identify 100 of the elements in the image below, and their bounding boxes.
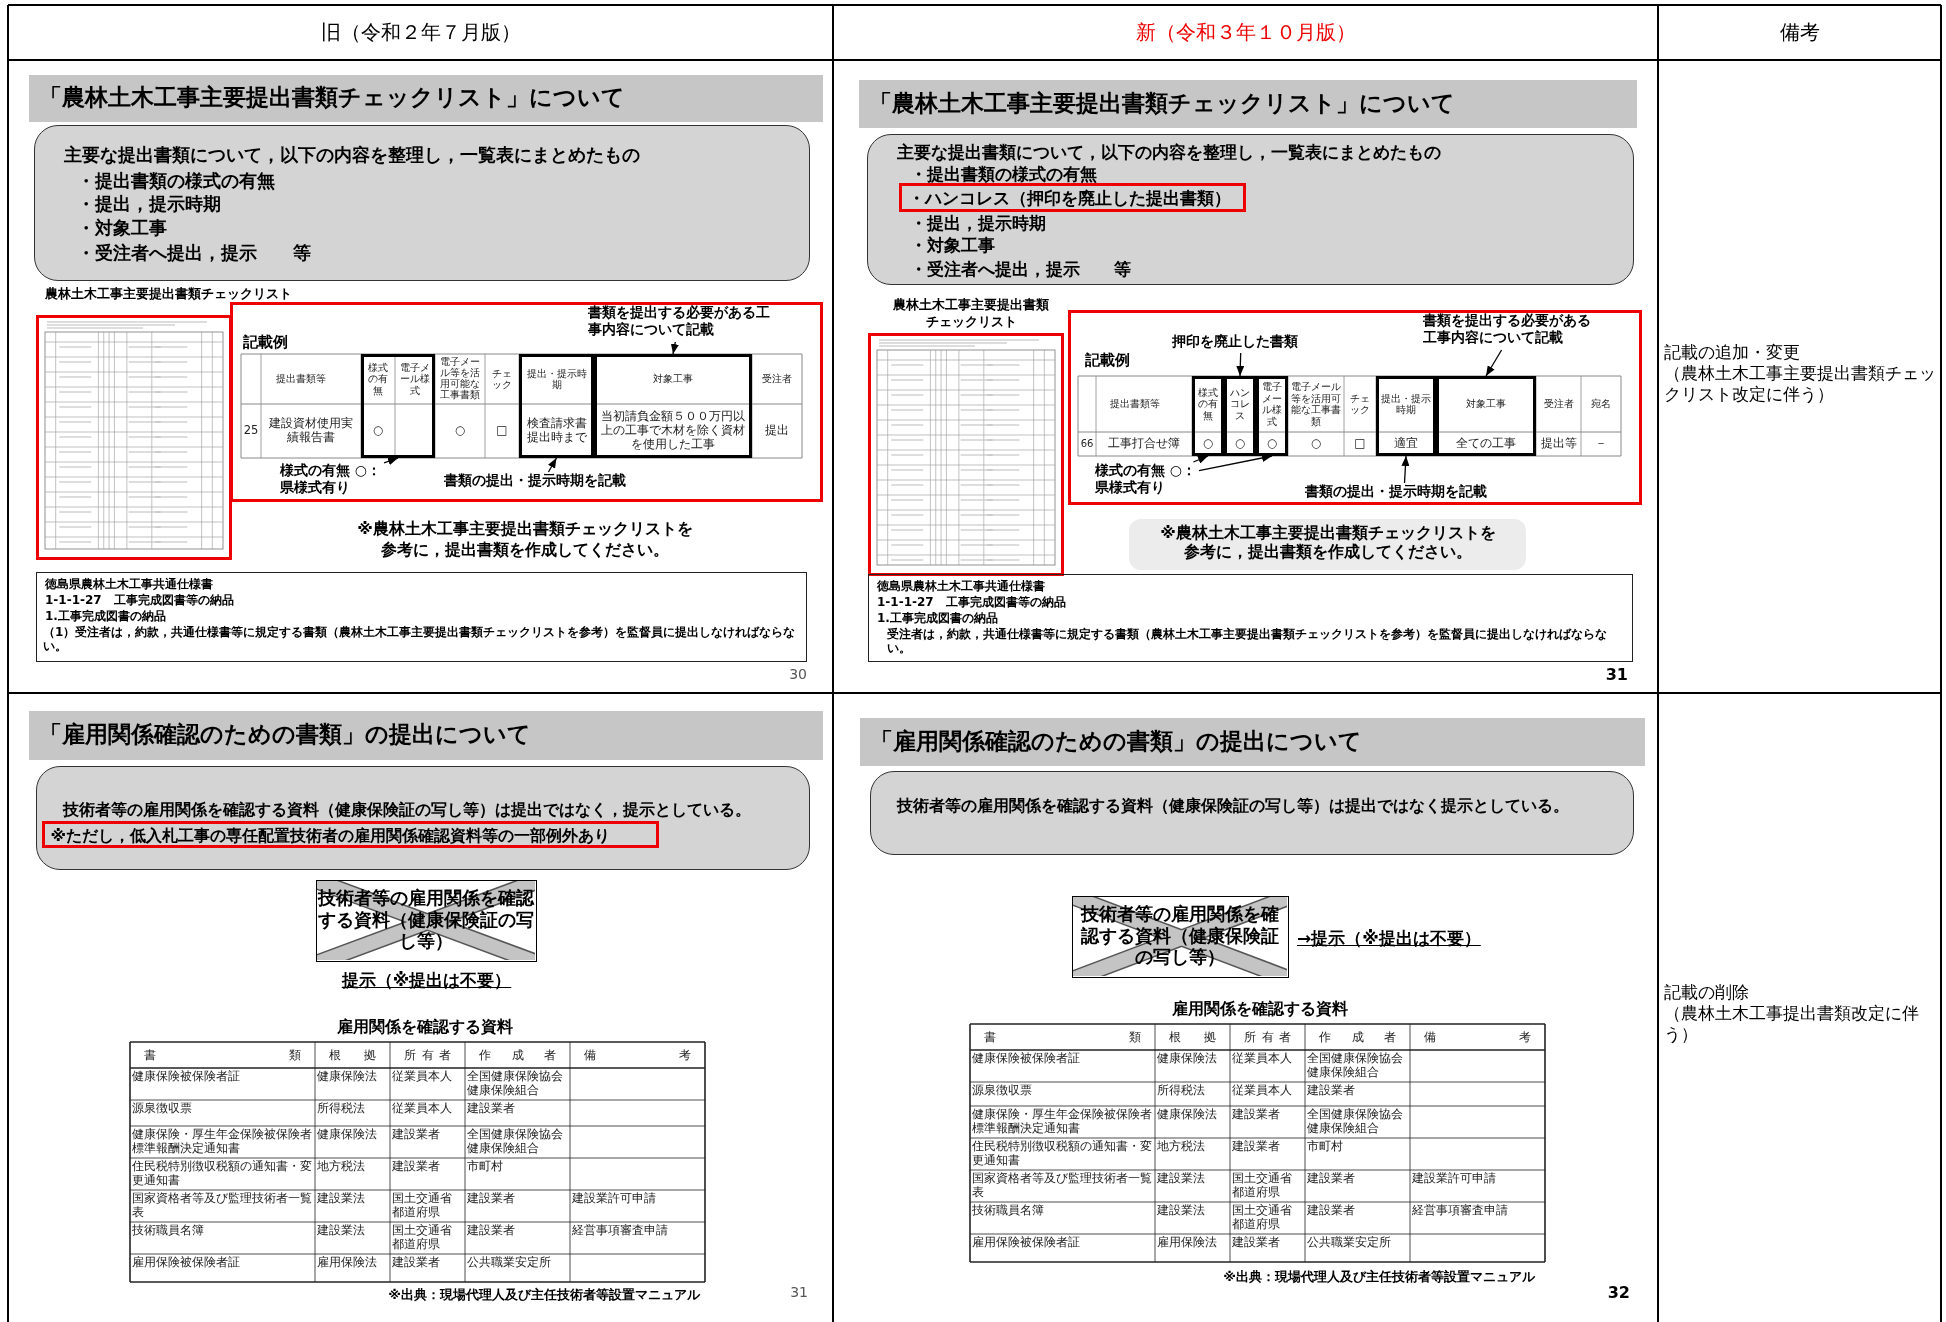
table-header: 備考 bbox=[1423, 1029, 1532, 1046]
table-entry: 地方税法 bbox=[317, 1160, 366, 1175]
table-entry: 雇用保険被保険者証 bbox=[132, 1256, 241, 1271]
table-header: 書類 bbox=[143, 1047, 302, 1064]
table-header: 提出・提示時期 bbox=[525, 366, 588, 392]
highlight-frame bbox=[898, 182, 1246, 212]
specification-box bbox=[868, 574, 1633, 662]
callout-text: 書類を提出する必要がある工事内容について記載 bbox=[1423, 312, 1603, 350]
remark-text: 記載の削除 bbox=[1664, 981, 1750, 1003]
table-entry: 建設業者 bbox=[1307, 1204, 1356, 1219]
table-header: 作成者 bbox=[1318, 1029, 1397, 1046]
table-entry: 建設業者 bbox=[1232, 1140, 1281, 1155]
panel-heading: 農林土木工事主要提出書類チェックリスト bbox=[45, 285, 293, 302]
table-entry: 市町村 bbox=[467, 1160, 504, 1175]
table-entry: ○ bbox=[1233, 435, 1247, 453]
summary-text: ・提出，提示時期 bbox=[910, 213, 1046, 234]
example-label: 記載例 bbox=[1085, 351, 1130, 369]
table-entry: 建設業法 bbox=[1157, 1204, 1206, 1219]
table-entry: 建設業者 bbox=[392, 1128, 441, 1143]
table-entry: 健康保険・厚生年金保険被保険者標準報酬決定通知書 bbox=[972, 1108, 1153, 1137]
page-number: 31 bbox=[789, 1284, 808, 1302]
slide-title-bar bbox=[860, 718, 1645, 766]
arrow bbox=[1236, 352, 1245, 377]
column-heading: 新（令和３年１０月版） bbox=[1134, 19, 1357, 46]
slide-title-bar bbox=[29, 75, 823, 122]
callout-text: 書類を提出する必要がある工事内容について記載 bbox=[588, 304, 770, 342]
summary-text: ・受注者へ提出，提示 等 bbox=[910, 259, 1131, 280]
table-entry: 源泉徴収票 bbox=[972, 1084, 1033, 1099]
table-entry: 建設業許可申請 bbox=[1412, 1172, 1497, 1187]
table-entry: 建設業者 bbox=[1307, 1172, 1356, 1187]
page-number: 30 bbox=[788, 666, 807, 684]
summary-box bbox=[36, 766, 810, 870]
table-entry: 国土交通省都道府県 bbox=[1232, 1172, 1293, 1201]
table-entry: 技術職員名簿 bbox=[972, 1204, 1045, 1219]
table-entry: 従業員本人 bbox=[392, 1102, 453, 1117]
table-header: 提出書類等 bbox=[1109, 397, 1161, 412]
specification-text: 1.工事完成図書の納品 bbox=[877, 611, 998, 626]
column-highlight-box bbox=[1192, 376, 1224, 456]
table-entry: 全ての工事 bbox=[1455, 435, 1517, 453]
table-entry: 雇用保険被保険者証 bbox=[972, 1236, 1081, 1251]
table-header: チェック bbox=[491, 366, 513, 392]
summary-box bbox=[34, 125, 810, 281]
column-highlight-box bbox=[519, 354, 594, 458]
table-entry: 経営事項審査申請 bbox=[572, 1224, 669, 1239]
specification-box bbox=[36, 572, 807, 662]
table-entry: □ bbox=[495, 422, 509, 440]
slide-title: 「農林土木工事主要提出書類チェックリスト」について bbox=[39, 84, 625, 112]
highlight-frame bbox=[230, 302, 823, 502]
table-entry: 住民税特別徴収税額の通知書・変更通知書 bbox=[972, 1140, 1153, 1169]
summary-text: ・提出書類の様式の有無 bbox=[910, 164, 1097, 185]
table-entry: 建設業者 bbox=[392, 1256, 441, 1271]
table-entry: 工事打合せ簿 bbox=[1107, 435, 1181, 453]
table-entry: 建設業者 bbox=[1232, 1236, 1281, 1251]
table-header: 受注者 bbox=[761, 372, 793, 387]
table-entry: 健康保険被保険者証 bbox=[972, 1052, 1081, 1067]
summary-text: 主要な提出書類について，以下の内容を整理し，一覧表にまとめたもの bbox=[897, 142, 1441, 163]
arrow bbox=[383, 457, 399, 466]
remark-text: （農林土木工事提出書類改定に伴う） bbox=[1664, 1003, 1920, 1046]
table-entry: 検査請求書提出時まで bbox=[525, 415, 588, 446]
table-entry: 全国健康保険協会健康保険組合 bbox=[1307, 1052, 1404, 1081]
table-header: 受注者 bbox=[1542, 397, 1575, 412]
table-entry: 建設業許可申請 bbox=[572, 1192, 657, 1207]
column-highlight-box bbox=[594, 354, 752, 458]
specification-text: 1.工事完成図書の納品 bbox=[45, 609, 166, 624]
table-entry: 全国健康保険協会健康保険組合 bbox=[467, 1070, 564, 1099]
summary-text: ・対象工事 bbox=[77, 218, 167, 239]
specification-text: 受注者は，約款，共通仕様書等に規定する書類（農林土木工事主要提出書類チェックリストを参考）を監督員に提出しなければならない。 bbox=[887, 627, 1608, 656]
column-highlight-box bbox=[1256, 376, 1288, 456]
summary-text: 主要な提出書類について，以下の内容を整理し，一覧表にまとめたもの bbox=[64, 145, 640, 166]
column-highlight-box bbox=[1224, 376, 1256, 456]
table-entry: 国家資格者等及び監理技術者一覧表 bbox=[972, 1172, 1153, 1201]
table-entry: 提出 bbox=[764, 422, 790, 440]
table-header: 電子メール様式 bbox=[1261, 380, 1283, 429]
crossed-out-box bbox=[316, 880, 537, 962]
table-entry: 所得税法 bbox=[1157, 1084, 1206, 1099]
column-highlight-box bbox=[1376, 376, 1436, 456]
table-header: 書類 bbox=[983, 1029, 1142, 1046]
column-highlight-box bbox=[361, 354, 435, 458]
specification-text: （1）受注者は，約款，共通仕様書等に規定する書類（農林土木工事主要提出書類チェックリストを参考）を監督員に提出しなければならない。 bbox=[43, 625, 797, 654]
table-header: 電子メール等を活用可能な工事書類 bbox=[1291, 380, 1341, 429]
summary-text: 技術者等の雇用関係を確認する資料（健康保険証の写し等）は提出ではなく，提示としている。 bbox=[63, 800, 751, 820]
page-number: 31 bbox=[1604, 665, 1628, 685]
arrow bbox=[1198, 454, 1273, 472]
table-entry: 建設業者 bbox=[1232, 1108, 1281, 1123]
table-entry: 健康保険法 bbox=[1157, 1052, 1218, 1067]
table-entry: 公共職業安定所 bbox=[1307, 1236, 1392, 1251]
slide-title-bar bbox=[29, 711, 823, 760]
arrow bbox=[1192, 455, 1209, 464]
callout-text: 様式の有無 ○：県様式有り bbox=[1095, 462, 1199, 500]
callout-text: 書類の提出・提示時期を記載 bbox=[1305, 483, 1503, 502]
table-title: 雇用関係を確認する資料 bbox=[336, 1017, 514, 1038]
source-note: ※出典：現場代理人及び主任技術者等設置マニュアル bbox=[1222, 1268, 1535, 1286]
table-entry: 雇用保険法 bbox=[1157, 1236, 1218, 1251]
callout-text: 押印を廃止した書類 bbox=[1172, 333, 1310, 353]
table-header: 様式の有無 bbox=[367, 360, 389, 398]
table-entry: 全国健康保険協会健康保険組合 bbox=[1307, 1108, 1404, 1137]
source-note: ※出典：現場代理人及び主任技術者等設置マニュアル bbox=[387, 1286, 700, 1304]
instruction-text: →提示（※提出は不要） bbox=[1297, 927, 1482, 950]
table-header: 根拠 bbox=[328, 1047, 377, 1064]
callout-text: 書類の提出・提示時期を記載 bbox=[444, 472, 642, 491]
